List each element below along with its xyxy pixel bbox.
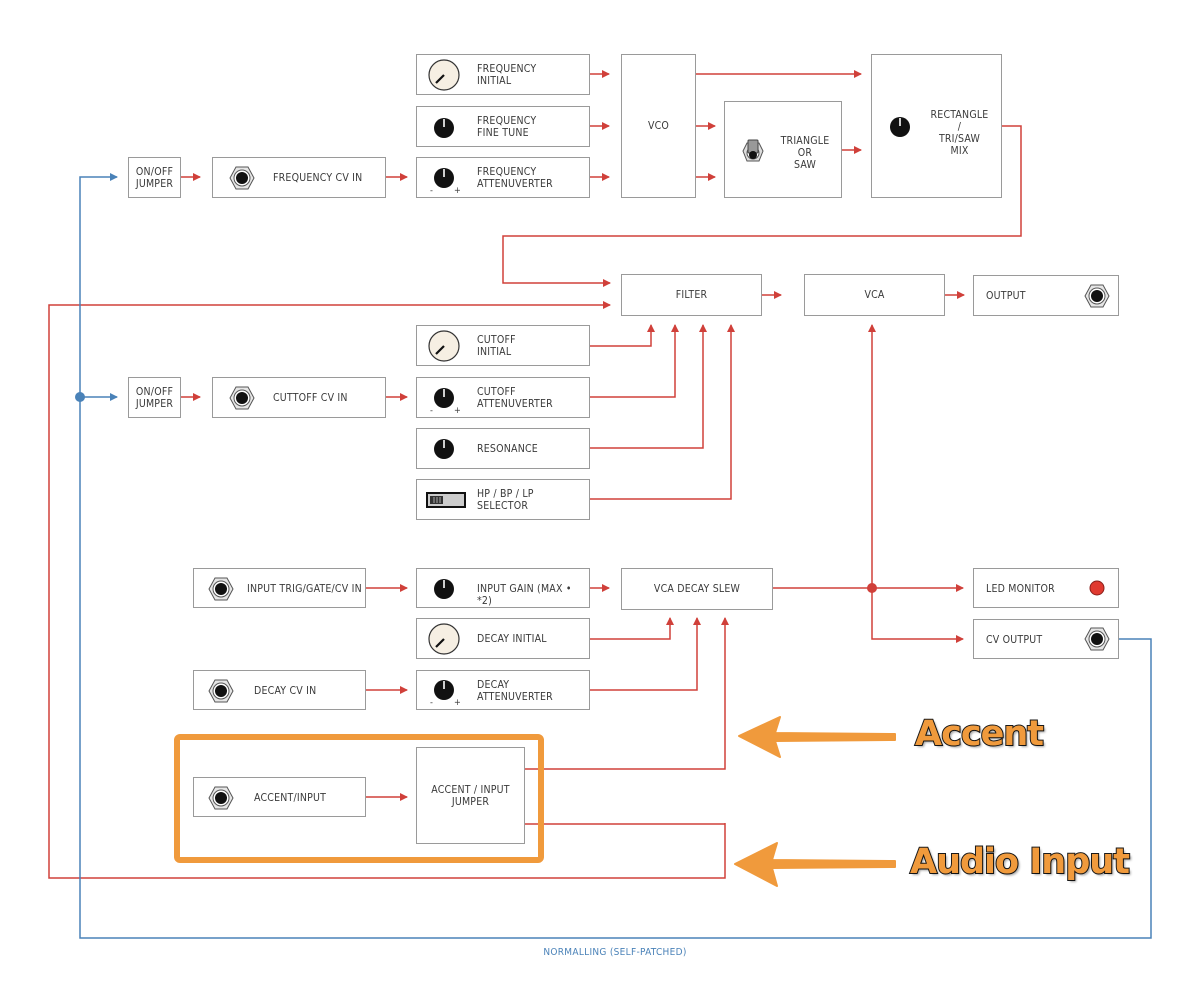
hp-bp-lp-selector-module: HP / BP / LP SELECTOR	[416, 479, 590, 520]
wire	[871, 588, 964, 643]
wire	[590, 324, 655, 347]
toggle-switch-icon[interactable]	[742, 139, 764, 163]
jack-icon[interactable]	[229, 166, 255, 190]
vca-module: VCA	[804, 274, 945, 316]
jack-icon[interactable]	[229, 386, 255, 410]
audio-input-annotation: Audio Input	[909, 841, 1131, 883]
small-knob-icon[interactable]	[433, 117, 455, 139]
small-knob-icon[interactable]	[433, 438, 455, 460]
module-label: DECAY ATTENUVERTER	[477, 679, 553, 703]
jack-icon[interactable]	[208, 679, 234, 703]
module-label: CV OUTPUT	[986, 634, 1043, 646]
frequency-initial-module: FREQUENCY INITIAL	[416, 54, 590, 95]
wire	[525, 617, 729, 770]
normalling-junction-dot	[75, 392, 85, 402]
audio-input-arrow	[734, 842, 896, 887]
cutoff-cv-in-module: CUTTOFF CV IN	[212, 377, 386, 418]
module-label: DECAY CV IN	[254, 685, 317, 697]
rectangle-tri-saw-mix-module: RECTANGLE / TRI/SAW MIX	[871, 54, 1002, 198]
wire	[590, 324, 735, 500]
large-knob-icon[interactable]	[427, 329, 461, 363]
accent-annotation: Accent	[914, 713, 1045, 755]
wire	[590, 324, 707, 449]
input-trig-gate-cv-in-module: INPUT TRIG/GATE/CV IN	[193, 568, 366, 608]
module-label: VCA DECAY SLEW	[653, 583, 741, 595]
module-label: INPUT GAIN (MAX • *2)	[477, 583, 572, 607]
module-label: FREQUENCY INITIAL	[477, 63, 537, 87]
minus-mark: -	[430, 698, 434, 708]
minus-mark: -	[430, 406, 434, 416]
jack-icon[interactable]	[208, 577, 234, 601]
accent-input-module: ACCENT/INPUT	[193, 777, 366, 817]
module-label: FILTER	[675, 289, 708, 301]
frequency-fine-tune-module: FREQUENCY FINE TUNE	[416, 106, 590, 147]
attenuverter-knob-icon[interactable]	[433, 167, 455, 189]
module-label: LED MONITOR	[986, 583, 1055, 595]
vca-decay-slew-module: VCA DECAY SLEW	[621, 568, 773, 610]
module-label: CUTOFF INITIAL	[477, 334, 516, 358]
filter-module: FILTER	[621, 274, 762, 316]
module-label: ON/OFF JUMPER	[135, 385, 174, 410]
vco-module: VCO	[621, 54, 696, 198]
module-label: RESONANCE	[477, 443, 538, 455]
module-label: INPUT TRIG/GATE/CV IN	[247, 583, 362, 595]
module-label: FREQUENCY CV IN	[273, 172, 363, 184]
minus-mark: -	[430, 186, 434, 196]
normalling-caption: NORMALLING (SELF-PATCHED)	[543, 947, 687, 958]
module-label: DECAY INITIAL	[477, 633, 547, 645]
decay-initial-module: DECAY INITIAL	[416, 618, 590, 659]
accent-highlight-frame	[174, 734, 544, 863]
module-label: VCO	[647, 120, 670, 132]
wire	[590, 324, 679, 398]
plus-mark: +	[454, 186, 461, 196]
frequency-on-off-jumper[interactable]: ON/OFF JUMPER	[128, 157, 181, 198]
frequency-cv-in-module: FREQUENCY CV IN	[212, 157, 386, 198]
normalling-wire	[79, 173, 1152, 939]
large-knob-icon[interactable]	[427, 58, 461, 92]
decay-cv-in-module: DECAY CV IN	[193, 670, 366, 710]
triangle-or-saw-module: TRIANGLE OR SAW	[724, 101, 842, 198]
module-label: CUTOFF ATTENUVERTER	[477, 386, 553, 410]
module-label: ON/OFF JUMPER	[135, 165, 174, 190]
led-monitor-module: LED MONITOR	[973, 568, 1119, 608]
plus-mark: +	[454, 406, 461, 416]
module-label: CUTTOFF CV IN	[273, 392, 348, 404]
large-knob-icon[interactable]	[427, 622, 461, 656]
output-jack-icon[interactable]	[1084, 284, 1110, 308]
module-label: ACCENT/INPUT	[254, 792, 327, 804]
attenuverter-knob-icon[interactable]	[433, 387, 455, 409]
small-knob-icon[interactable]	[889, 116, 911, 138]
cutoff-initial-module: CUTOFF INITIAL	[416, 325, 590, 366]
resonance-module: RESONANCE	[416, 428, 590, 469]
wire	[502, 125, 1022, 287]
module-label: FREQUENCY FINE TUNE	[477, 115, 537, 139]
led-icon	[1089, 580, 1105, 596]
decay-attenuverter-module: - + DECAY ATTENUVERTER	[416, 670, 590, 710]
cv-output-module: CV OUTPUT	[973, 619, 1119, 659]
frequency-attenuverter-module: - + FREQUENCY ATTENUVERTER	[416, 157, 590, 198]
module-label: ACCENT / INPUT JUMPER	[431, 784, 510, 808]
cutoff-on-off-jumper[interactable]: ON/OFF JUMPER	[128, 377, 181, 418]
input-gain-module: INPUT GAIN (MAX • *2)	[416, 568, 590, 608]
wire	[590, 617, 701, 691]
slide-switch-icon[interactable]	[426, 492, 466, 508]
cutoff-attenuverter-module: - + CUTOFF ATTENUVERTER	[416, 377, 590, 418]
accent-arrow	[738, 716, 896, 758]
module-label: TRIANGLE OR SAW	[780, 135, 830, 171]
wire	[48, 301, 726, 879]
jack-icon[interactable]	[208, 786, 234, 810]
module-label: HP / BP / LP SELECTOR	[477, 488, 534, 512]
junction-dot	[867, 583, 877, 593]
module-label: FREQUENCY ATTENUVERTER	[477, 166, 553, 190]
module-label: OUTPUT	[986, 290, 1026, 302]
plus-mark: +	[454, 698, 461, 708]
output-module: OUTPUT	[973, 275, 1119, 316]
accent-input-jumper[interactable]: ACCENT / INPUT JUMPER	[416, 747, 525, 844]
small-knob-icon[interactable]	[433, 578, 455, 600]
wire	[590, 617, 674, 640]
module-label: RECTANGLE / TRI/SAW MIX	[930, 109, 989, 157]
output-jack-icon[interactable]	[1084, 627, 1110, 651]
attenuverter-knob-icon[interactable]	[433, 679, 455, 701]
module-label: VCA	[864, 289, 885, 301]
